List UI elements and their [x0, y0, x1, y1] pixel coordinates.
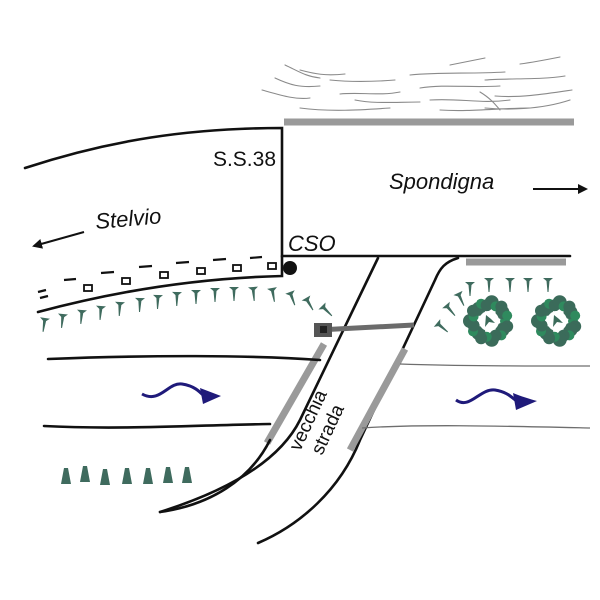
railing-squares	[83, 262, 277, 292]
road-lower-edge	[36, 254, 284, 314]
vegetation-tick	[543, 278, 553, 292]
river-bank-right-lower	[361, 425, 591, 429]
flow-arrow-left	[141, 382, 221, 404]
river-bank-left-lower	[42, 422, 272, 429]
cone-tree	[80, 466, 90, 482]
gate-barrier	[314, 322, 415, 337]
old-road-left-edge	[158, 256, 380, 514]
vegetation-ticks	[40, 278, 553, 333]
vegetation-tick	[248, 286, 258, 301]
vegetation-tick	[229, 287, 239, 301]
vegetation-tick	[318, 302, 333, 317]
barrier-old-road-right	[346, 347, 409, 452]
vegetation-tick	[191, 290, 201, 304]
cone-tree	[122, 468, 132, 484]
shrub-1	[463, 295, 514, 347]
road-name-label: S.S.38	[213, 148, 276, 171]
vegetation-tick	[77, 309, 87, 324]
shrub-leaf	[570, 310, 581, 321]
vegetation-tick	[285, 290, 296, 306]
vegetation-tick	[465, 282, 475, 296]
river-bank-curve	[158, 438, 272, 514]
cso-point-marker	[283, 261, 297, 275]
vegetation-tick	[153, 294, 163, 310]
vegetation-tick	[433, 319, 449, 333]
old-road-right-edge	[256, 256, 460, 545]
vegetation-tick	[210, 288, 220, 302]
cone-tree	[100, 469, 110, 485]
flow-arrow-right	[455, 388, 537, 410]
vegetation-tick	[40, 317, 50, 332]
vegetation-tick	[505, 278, 515, 292]
shrub-2	[531, 295, 582, 347]
vegetation-tick	[267, 287, 277, 302]
vegetation-tick	[442, 301, 456, 317]
vegetation-tick	[58, 313, 68, 328]
cone-tree	[182, 467, 192, 483]
rock-texture	[261, 56, 573, 112]
railing-dashes	[37, 255, 263, 300]
vegetation-tick	[523, 278, 533, 292]
river-bank-left-upper	[46, 354, 322, 362]
vegetation-tick	[115, 301, 125, 317]
vegetation-tick	[172, 291, 182, 307]
left-arrow-icon	[32, 231, 85, 249]
direction-left-label: Stelvio	[94, 203, 162, 234]
vegetation-tick	[301, 295, 314, 311]
river-bank-right-upper	[399, 363, 591, 367]
cso-label: CSO	[288, 231, 336, 256]
cone-tree	[163, 467, 173, 483]
vegetation-tick	[135, 297, 145, 313]
road-ss38	[23, 126, 572, 258]
direction-right-label: Spondigna	[389, 169, 494, 194]
vegetation-tick	[96, 305, 106, 321]
cone-tree	[61, 468, 71, 484]
vegetation-tick	[453, 290, 465, 306]
shrub-leaf	[502, 310, 513, 321]
cone-trees	[61, 466, 192, 485]
cone-tree	[143, 468, 153, 484]
vegetation-tick	[484, 278, 494, 292]
